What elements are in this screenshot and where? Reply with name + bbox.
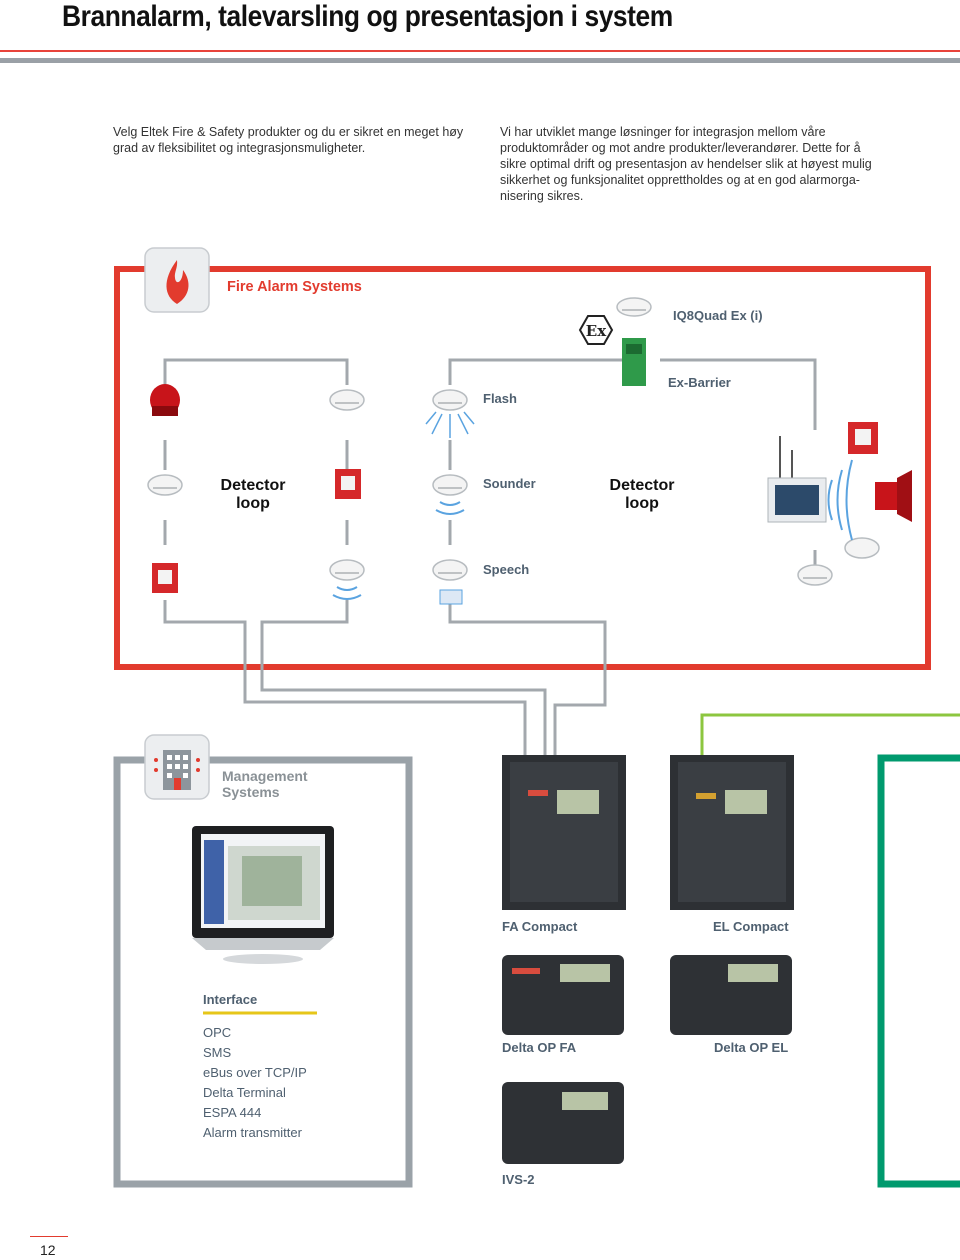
ivs2-label: IVS-2 [502,1172,535,1187]
manual-call-point-icon [152,422,878,593]
ex-barrier-module-icon [622,338,646,386]
interface-title: Interface [203,992,258,1007]
wireless-gateway-icon [767,436,827,523]
intro-right-line: Vi har utviklet mange løsninger for inte… [500,125,826,139]
fire-alarm-frame [114,266,931,670]
interface-item: Delta Terminal [203,1085,286,1100]
delta-op-fa-label: Delta OP FA [502,1040,577,1055]
ex-hexagon-icon: Ex [578,315,614,345]
fa-compact-label: FA Compact [502,919,578,934]
green-light-line [700,713,960,760]
fire-icon [144,247,210,313]
interface-item: ESPA 444 [203,1105,262,1120]
interface-item: OPC [203,1025,232,1040]
speech-label: Speech [483,562,530,577]
interface-item: eBus over TCP/IP [203,1065,307,1080]
fa-compact-panel [502,755,626,910]
ivs2-panel [502,1082,624,1164]
intro-left-text: Velg Eltek Fire & Safety produkter og du… [113,125,464,155]
green-dark-frame [877,754,960,1188]
red-beacon-icon [150,384,180,416]
intro-right-line: sikre optimal drift og presentasjon av h… [500,157,872,171]
management-frame [113,756,413,1188]
monitor-icon [192,826,334,964]
page-title: Brannalarm, talevarsling og presentasjon… [62,0,673,33]
flash-label: Flash [483,391,517,406]
delta-op-fa-panel [502,955,624,1035]
interface-item: SMS [203,1045,232,1060]
detector-loop-wiring [163,358,817,860]
ex-barrier-label: Ex-Barrier [668,375,731,390]
red-siren-icon [875,470,912,522]
sound-wave-icon [332,459,853,600]
sounder-label: Sounder [483,476,536,491]
svg-text:Ex: Ex [586,322,607,340]
speech-speaker-icon [439,589,463,605]
el-compact-panel [670,755,794,910]
delta-op-el-panel [670,955,792,1035]
header-rule-gray [0,58,960,63]
building-icon [144,734,210,800]
page-number: 12 [40,1242,56,1258]
intro-right-line: nisering sikres. [500,189,584,203]
page-number-rule [30,1236,68,1237]
intro-right-line: sikkerhet og funksjonalitet opprettholde… [500,173,860,187]
flash-rays-icon [425,411,475,438]
el-compact-label: EL Compact [713,919,789,934]
fire-alarm-section-title: Fire Alarm Systems [227,279,362,295]
delta-op-el-label: Delta OP EL [714,1040,789,1055]
intro-right-line: produktområder og mot andre produkter/le… [500,141,861,155]
header-rule-red [0,50,960,52]
smoke-detector-icon [147,297,880,586]
intro-right-text: Vi har utviklet mange løsninger for inte… [500,124,880,204]
interface-item: Alarm transmitter [203,1125,302,1140]
ex-device-label: IQ8Quad Ex (i) [673,308,763,323]
interface-list: OPC SMS eBus over TCP/IP Delta Terminal … [203,1023,307,1143]
detector-slots [153,309,827,579]
